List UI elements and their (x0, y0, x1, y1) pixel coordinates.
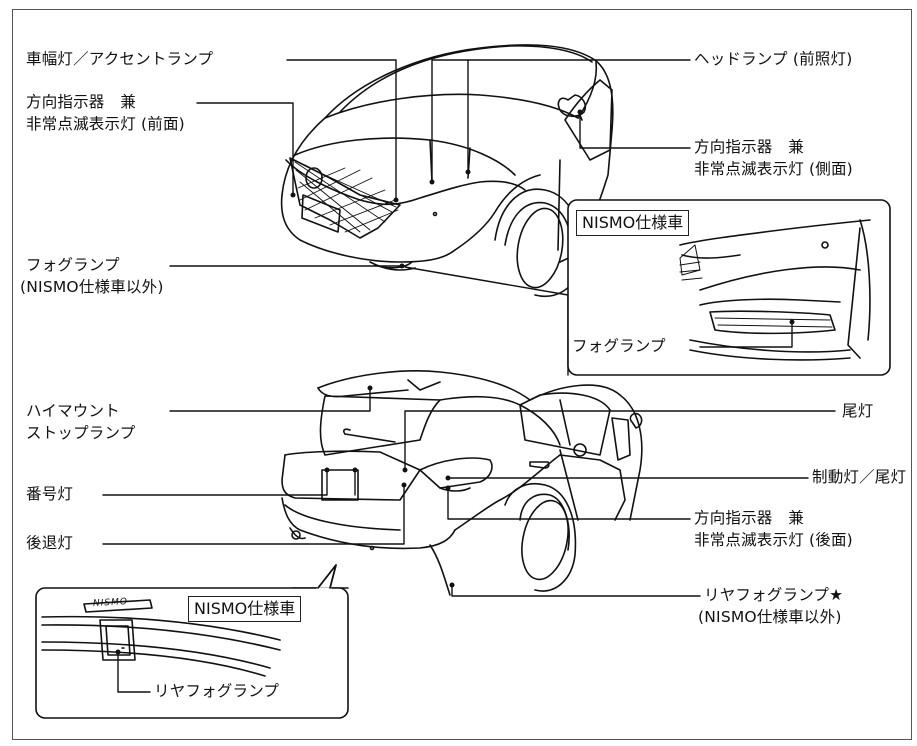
rear-car-drawing (281, 370, 643, 596)
label-tail-lamp: 尾灯 (842, 402, 874, 420)
label-side-turn-signal-2: 非常点滅表示灯 (側面) (694, 160, 853, 178)
diagram-frame (12, 9, 912, 740)
label-headlamp: ヘッドランプ (前照灯) (694, 50, 853, 68)
label-front-turn-signal-1: 方向指示器 兼 (26, 93, 136, 111)
label-side-marker-lamp: 車幅灯／アクセントランプ (26, 50, 214, 68)
label-rear-turn-signal-2: 非常点滅表示灯 (後面) (694, 531, 853, 549)
label-reverse-lamp: 後退灯 (26, 534, 74, 552)
front-car-drawing (280, 44, 614, 297)
label-stop-tail-lamp: 制動灯／尾灯 (812, 468, 907, 486)
nismo-front-callout (567, 199, 891, 376)
label-fog-lamp-note: (NISMO仕様車以外) (20, 278, 164, 296)
label-nismo-front-fog-lamp: フォグランプ (572, 336, 666, 357)
label-front-turn-signal-2: 非常点滅表示灯 (前面) (26, 115, 185, 133)
label-high-mount-stop-2: ストップランプ (26, 424, 136, 442)
label-rear-fog-lamp-note: (NISMO仕様車以外) (698, 608, 842, 626)
nismo-front-tag: NISMO仕様車 (576, 210, 690, 236)
label-fog-lamp: フォグランプ (26, 256, 120, 274)
label-nismo-rear-fog-lamp: リヤフォグランプ (154, 682, 280, 700)
label-license-lamp: 番号灯 (26, 485, 74, 503)
label-high-mount-stop-1: ハイマウント (26, 402, 120, 420)
label-rear-fog-lamp: リヤフォグランプ★ (704, 586, 844, 604)
label-side-turn-signal-1: 方向指示器 兼 (694, 138, 804, 156)
nismo-emblem: NISMO (92, 597, 129, 609)
label-rear-turn-signal-1: 方向指示器 兼 (694, 509, 804, 527)
nismo-rear-tag: NISMO仕様車 (188, 596, 302, 622)
